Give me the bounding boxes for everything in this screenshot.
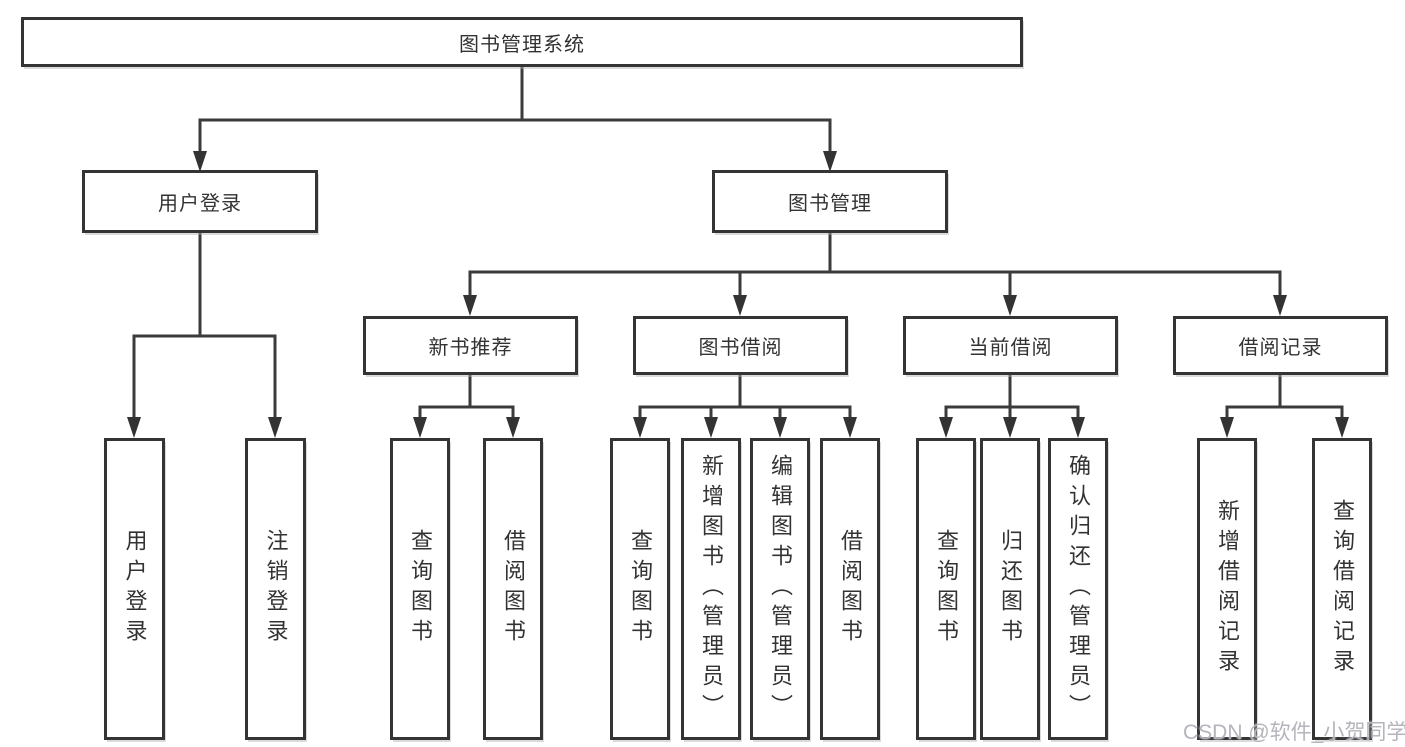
watermark-text: CSDN @软件_小贺同学 bbox=[1183, 721, 1405, 744]
node-current-borrow-label: 当前借阅 bbox=[968, 337, 1053, 359]
node-leaf-edit-book-admin: 编辑图书（管理员） bbox=[750, 438, 810, 740]
node-leaf-edit-book-admin-label: 编辑图书（管理员） bbox=[768, 454, 793, 724]
node-leaf-query-borrow-record: 查询借阅记录 bbox=[1312, 438, 1372, 740]
node-book-borrow-label: 图书借阅 bbox=[698, 337, 783, 359]
node-leaf-query-books-2-label: 查询图书 bbox=[628, 529, 653, 649]
node-book-management-label: 图书管理 bbox=[788, 193, 872, 215]
node-root: 图书管理系统 bbox=[21, 17, 1023, 67]
node-leaf-borrow-books-2-label: 借阅图书 bbox=[838, 529, 863, 649]
node-leaf-add-book-admin: 新增图书（管理员） bbox=[681, 438, 741, 740]
node-leaf-borrow-books-2: 借阅图书 bbox=[820, 438, 880, 740]
node-leaf-user-login-label: 用户登录 bbox=[122, 529, 148, 649]
node-leaf-query-books-1-label: 查询图书 bbox=[408, 529, 433, 649]
node-user-login: 用户登录 bbox=[82, 170, 318, 233]
node-leaf-borrow-books-1: 借阅图书 bbox=[483, 438, 543, 740]
node-leaf-user-login: 用户登录 bbox=[104, 438, 165, 740]
node-leaf-confirm-return-admin: 确认归还（管理员） bbox=[1048, 438, 1108, 740]
node-root-label: 图书管理系统 bbox=[459, 33, 585, 56]
node-new-book-recommend-label: 新书推荐 bbox=[428, 337, 513, 359]
node-leaf-logout: 注销登录 bbox=[245, 438, 306, 740]
node-leaf-query-books-3: 查询图书 bbox=[916, 438, 976, 740]
node-book-borrow: 图书借阅 bbox=[633, 316, 848, 375]
node-current-borrow: 当前借阅 bbox=[903, 316, 1118, 375]
node-leaf-borrow-books-1-label: 借阅图书 bbox=[501, 529, 526, 649]
node-leaf-query-books-1: 查询图书 bbox=[390, 438, 450, 740]
node-leaf-query-borrow-record-label: 查询借阅记录 bbox=[1330, 499, 1355, 679]
node-borrow-records-label: 借阅记录 bbox=[1238, 337, 1323, 359]
node-new-book-recommend: 新书推荐 bbox=[363, 316, 578, 375]
node-user-login-label: 用户登录 bbox=[158, 193, 242, 215]
node-borrow-records: 借阅记录 bbox=[1173, 316, 1388, 375]
node-leaf-logout-label: 注销登录 bbox=[263, 529, 289, 649]
node-leaf-add-borrow-record: 新增借阅记录 bbox=[1197, 438, 1257, 740]
arrowhead-icons bbox=[127, 151, 1349, 438]
node-leaf-query-books-2: 查询图书 bbox=[610, 438, 670, 740]
node-leaf-add-borrow-record-label: 新增借阅记录 bbox=[1215, 499, 1240, 679]
node-leaf-return-books: 归还图书 bbox=[980, 438, 1040, 740]
node-leaf-query-books-3-label: 查询图书 bbox=[934, 529, 959, 649]
node-leaf-add-book-admin-label: 新增图书（管理员） bbox=[699, 454, 724, 724]
node-leaf-confirm-return-admin-label: 确认归还（管理员） bbox=[1066, 454, 1091, 724]
node-book-management: 图书管理 bbox=[712, 170, 948, 233]
node-leaf-return-books-label: 归还图书 bbox=[998, 529, 1023, 649]
